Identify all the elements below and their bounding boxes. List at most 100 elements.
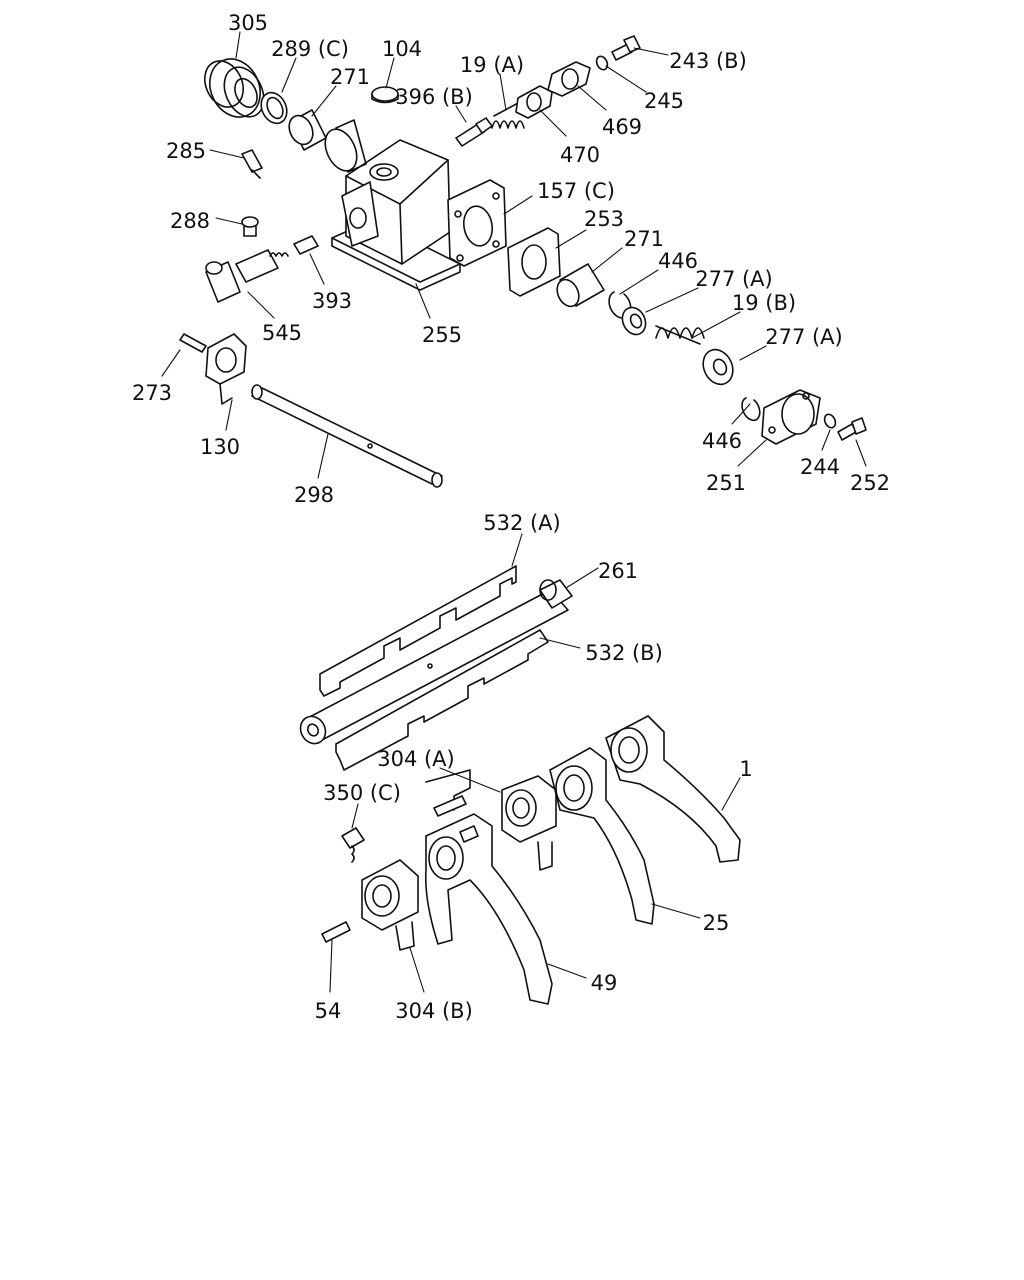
leader-line bbox=[511, 533, 523, 567]
leader-line bbox=[565, 567, 599, 589]
leader-line bbox=[281, 57, 297, 93]
part-252-bolt bbox=[837, 417, 867, 441]
callout-label: 305 bbox=[228, 11, 268, 35]
callout-label: 252 bbox=[850, 471, 890, 495]
part-396b-pin bbox=[455, 117, 493, 147]
part-104-plug bbox=[371, 86, 399, 104]
callout-label: 19 (A) bbox=[460, 53, 524, 77]
part-446-ring-right bbox=[741, 397, 761, 422]
callout-label: 545 bbox=[262, 321, 302, 345]
callout-label: 157 (C) bbox=[537, 179, 615, 203]
leader-line bbox=[235, 31, 241, 59]
callout-label: 289 (C) bbox=[271, 37, 349, 61]
part-305-boot bbox=[203, 58, 265, 118]
part-49-fork bbox=[424, 813, 553, 1005]
leader-line bbox=[821, 429, 831, 451]
callout-label: 261 bbox=[598, 559, 638, 583]
part-304a-block bbox=[425, 769, 557, 871]
callout-label: 54 bbox=[315, 999, 342, 1023]
part-271-bush-right bbox=[556, 263, 605, 308]
leader-line bbox=[409, 947, 425, 993]
part-298-shaft bbox=[251, 384, 443, 488]
callout-label: 532 (A) bbox=[483, 511, 561, 535]
part-350c-plug bbox=[341, 827, 365, 863]
callout-label: 244 bbox=[800, 455, 840, 479]
leader-line bbox=[577, 85, 607, 111]
callout-label: 253 bbox=[584, 207, 624, 231]
leader-line bbox=[591, 247, 623, 273]
leader-line bbox=[633, 47, 669, 56]
leader-line bbox=[547, 963, 587, 979]
callout-label: 298 bbox=[294, 483, 334, 507]
callout-label: 251 bbox=[706, 471, 746, 495]
part-545-switch bbox=[205, 249, 289, 303]
part-245-washer bbox=[595, 55, 609, 71]
part-277a-collar bbox=[621, 306, 647, 336]
leader-line bbox=[739, 345, 767, 361]
part-244-washer bbox=[823, 413, 837, 429]
leader-line bbox=[555, 229, 587, 249]
leader-line bbox=[645, 287, 699, 313]
leader-line bbox=[855, 439, 867, 467]
leader-line bbox=[311, 85, 337, 117]
part-285-fitting bbox=[241, 149, 263, 179]
callout-label: 255 bbox=[422, 323, 462, 347]
leader-line bbox=[651, 903, 701, 919]
leader-line bbox=[309, 253, 325, 285]
leader-line bbox=[605, 65, 647, 93]
leader-line bbox=[385, 57, 395, 89]
leader-line bbox=[619, 269, 659, 295]
leader-line bbox=[731, 403, 751, 425]
leader-line bbox=[737, 439, 767, 467]
callout-label: 393 bbox=[312, 289, 352, 313]
part-1-fork bbox=[605, 715, 741, 863]
leader-line bbox=[455, 105, 467, 123]
part-251-cover bbox=[761, 389, 821, 445]
callout-label: 446 bbox=[658, 249, 698, 273]
callout-label: 1 bbox=[739, 757, 752, 781]
leader-line bbox=[329, 939, 333, 993]
leader-lines bbox=[161, 31, 867, 993]
part-273-pin bbox=[179, 333, 207, 353]
leader-line bbox=[247, 291, 275, 319]
leader-line bbox=[539, 637, 581, 649]
callout-label: 288 bbox=[170, 209, 210, 233]
part-54-pin bbox=[321, 921, 351, 943]
part-25-fork bbox=[549, 747, 655, 925]
callout-label: 285 bbox=[166, 139, 206, 163]
leader-line bbox=[415, 283, 431, 319]
part-253-gasket bbox=[507, 227, 561, 297]
part-304b-block bbox=[361, 859, 419, 951]
callout-label: 243 (B) bbox=[669, 49, 747, 73]
leader-line bbox=[539, 109, 567, 137]
leader-line bbox=[161, 349, 181, 377]
leader-line bbox=[215, 217, 243, 225]
callout-label: 304 (B) bbox=[395, 999, 473, 1023]
part-261-rail bbox=[299, 579, 573, 745]
part-271-bush bbox=[288, 109, 327, 151]
part-469-cover bbox=[547, 61, 591, 97]
part-289c-ring bbox=[260, 91, 288, 125]
callout-label: 245 bbox=[644, 89, 684, 113]
callout-label: 273 bbox=[132, 381, 172, 405]
callout-label: 19 (B) bbox=[732, 291, 796, 315]
part-130-lever bbox=[205, 333, 247, 405]
callout-label: 396 (B) bbox=[395, 85, 473, 109]
part-532a-plate bbox=[319, 565, 517, 697]
callout-label: 104 bbox=[382, 37, 422, 61]
part-157c-flange bbox=[447, 179, 507, 267]
callout-label: 469 bbox=[602, 115, 642, 139]
callout-label: 25 bbox=[703, 911, 730, 935]
part-470-gasket bbox=[515, 85, 553, 119]
callout-label: 271 bbox=[624, 227, 664, 251]
callout-label: 271 bbox=[330, 65, 370, 89]
leader-line bbox=[499, 73, 507, 111]
callout-label: 532 (B) bbox=[585, 641, 663, 665]
part-277a-collar-right bbox=[702, 348, 734, 386]
leader-line bbox=[225, 399, 233, 431]
leader-line bbox=[351, 803, 359, 829]
part-19a-spring bbox=[491, 101, 525, 129]
